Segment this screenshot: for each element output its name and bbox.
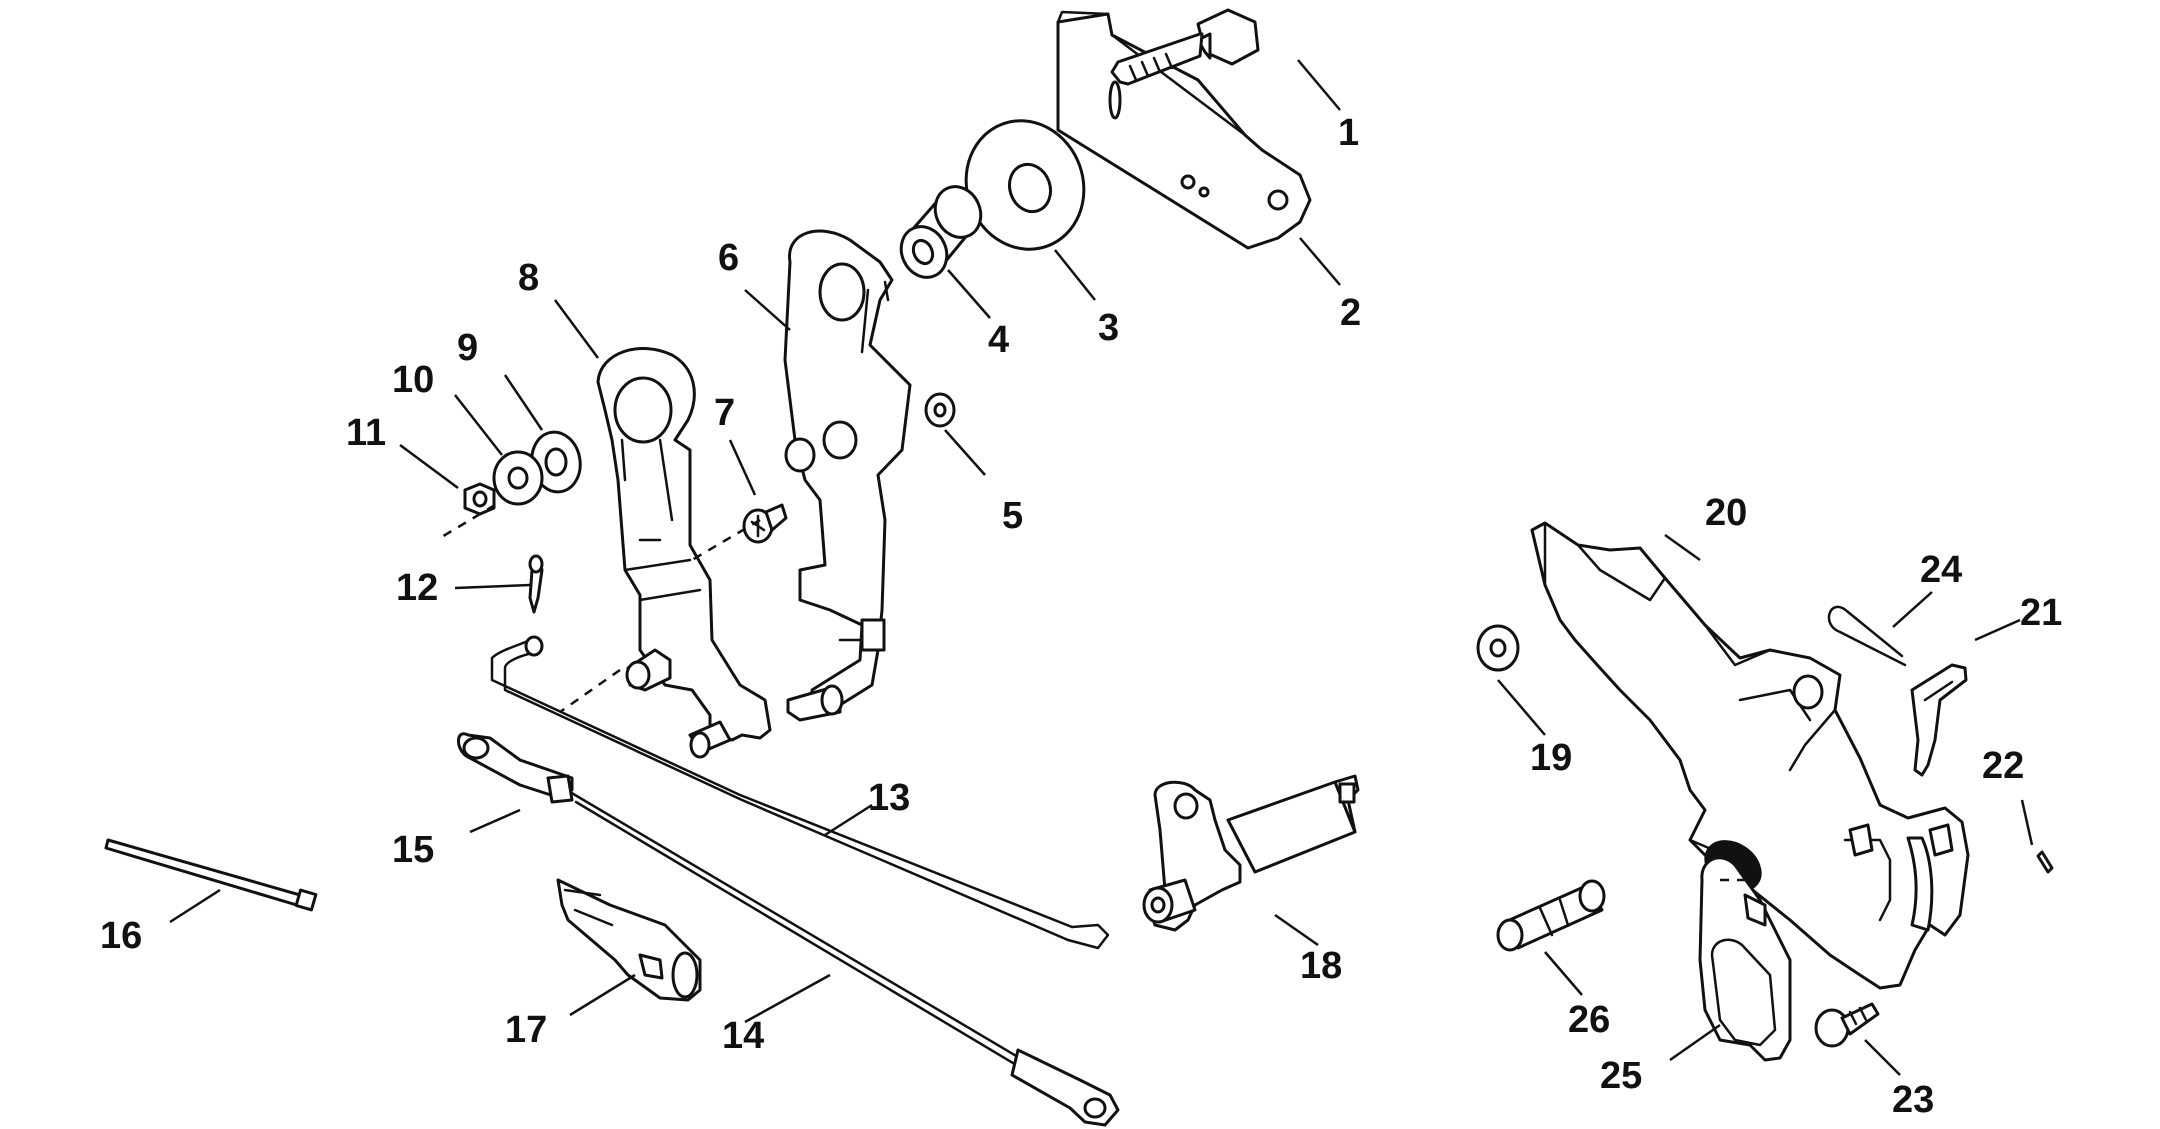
callout-12: 12 (396, 567, 438, 609)
part-1-bolt (1110, 8, 1260, 86)
callout-6: 6 (718, 237, 739, 279)
callout-numbers: 1 2 3 4 5 6 7 8 9 10 11 12 13 14 15 16 1… (100, 112, 2062, 1121)
callout-7: 7 (714, 392, 735, 434)
callout-26: 26 (1568, 999, 1610, 1041)
part-7-screw (742, 503, 788, 544)
callout-21: 21 (2020, 592, 2062, 634)
callout-23: 23 (1892, 1079, 1934, 1121)
part-25-handle-clip (1698, 856, 1792, 1062)
callout-18: 18 (1300, 945, 1342, 987)
callout-9: 9 (457, 327, 478, 369)
callout-15: 15 (392, 829, 434, 871)
callout-10: 10 (392, 359, 434, 401)
leader-lines (169, 59, 2034, 1076)
callout-2: 2 (1340, 292, 1361, 334)
callout-16: 16 (100, 915, 142, 957)
part-19-washer (1476, 624, 1520, 672)
assembly-dashed-lines (439, 503, 1760, 882)
part-12-cotter-pin (528, 554, 544, 614)
callout-1: 1 (1338, 112, 1359, 154)
part-21-clip (1910, 663, 1968, 777)
part-6-lever-plate (783, 229, 912, 722)
part-11-nut (463, 482, 496, 516)
part-15-ball-joint (457, 732, 574, 804)
part-18-actuator (1142, 774, 1360, 932)
callout-8: 8 (518, 257, 539, 299)
part-5-small-washer (924, 392, 956, 428)
part-4-bushing (899, 185, 983, 279)
callout-11: 11 (346, 412, 386, 454)
part-16-cable-tie (104, 838, 318, 912)
callout-14: 14 (722, 1015, 764, 1057)
callout-25: 25 (1600, 1055, 1642, 1097)
part-8-slotted-lever (596, 347, 772, 759)
part-10-washer (492, 450, 544, 506)
callout-17: 17 (505, 1009, 547, 1051)
callout-13: 13 (868, 777, 910, 819)
part-9-washer (530, 430, 582, 494)
callout-4: 4 (988, 319, 1009, 361)
part-24-hairpin-clip (1827, 605, 1907, 667)
part-22-pin (2036, 850, 2054, 874)
part-17-clip (556, 878, 702, 1002)
callout-24: 24 (1920, 549, 1962, 591)
part-26-pin-bushing (1496, 879, 1606, 952)
part-14-cable-rod (568, 790, 1120, 1127)
callout-22: 22 (1982, 745, 2024, 787)
callout-5: 5 (1002, 495, 1023, 537)
part-13-link-rod (490, 635, 1110, 950)
callout-20: 20 (1705, 492, 1747, 534)
callout-3: 3 (1098, 307, 1119, 349)
part-20-main-bracket (1530, 521, 1970, 990)
callout-19: 19 (1530, 737, 1572, 779)
part-23-screw (1814, 1002, 1880, 1048)
